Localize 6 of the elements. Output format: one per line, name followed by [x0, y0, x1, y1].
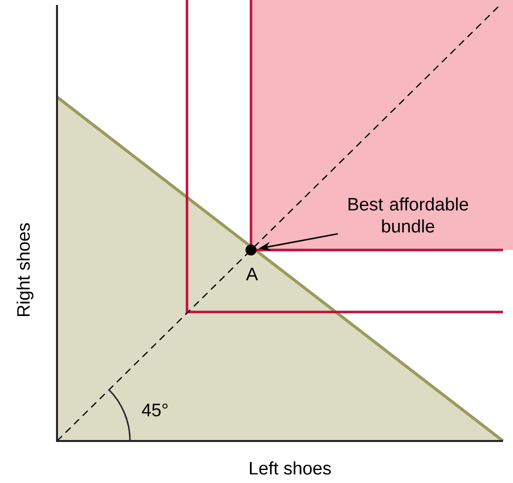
angle-label: 45°: [142, 404, 168, 416]
x-axis-label: Left shoes: [250, 461, 331, 475]
point-marker: [246, 244, 256, 256]
annotation-text: Best affordable bundle: [348, 197, 468, 233]
point-label: A: [246, 268, 258, 280]
y-axis-label: Right shoes: [16, 223, 34, 316]
